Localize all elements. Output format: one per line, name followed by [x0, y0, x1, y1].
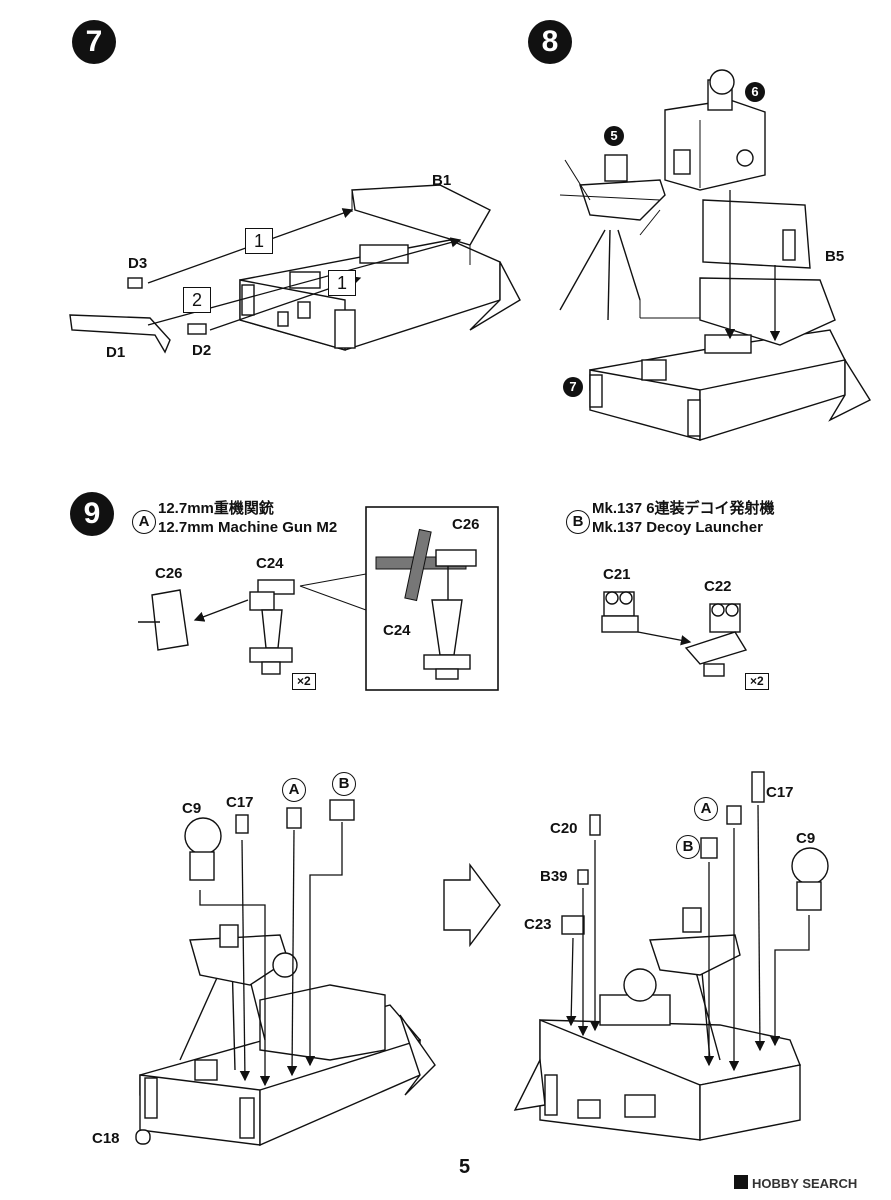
left-callout-a-icon: A	[282, 778, 306, 802]
step7-hull-drawing	[69, 184, 521, 354]
right-callout-a-icon: A	[694, 797, 718, 821]
part-d1-label: D1	[106, 344, 126, 361]
step-8-badge: 8	[528, 20, 572, 64]
right-b39-label: B39	[540, 868, 568, 885]
left-c17-label: C17	[226, 794, 254, 811]
part-c21-label: C21	[603, 566, 631, 583]
right-callout-b-icon: B	[676, 835, 700, 859]
sub-step-6-badge: 6	[745, 82, 765, 102]
left-c9-label: C9	[182, 800, 202, 817]
callout-a-icon: A	[132, 510, 156, 534]
part-d3-label: D3	[128, 255, 148, 272]
decoy-launcher-subassembly	[601, 591, 748, 677]
decoy-title-jp: Mk.137 6連装デコイ発射機	[592, 500, 775, 517]
step-9-badge: 9	[70, 492, 114, 536]
order-box-2: 2	[183, 287, 211, 313]
left-callout-b-icon: B	[332, 772, 356, 796]
step8-hull-drawing	[559, 69, 872, 441]
part-c26-label: C26	[155, 565, 183, 582]
step9-left-hull	[135, 799, 436, 1147]
right-c9-label: C9	[796, 830, 816, 847]
order-box-1b: 1	[328, 270, 356, 296]
hobby-search-logo-icon	[734, 1175, 748, 1189]
part-b5-label: B5	[825, 248, 845, 265]
next-arrow	[443, 862, 501, 948]
page-number: 5	[459, 1156, 471, 1178]
right-c23-label: C23	[524, 916, 552, 933]
sub-step-5-badge: 5	[604, 126, 624, 146]
part-d2-label: D2	[192, 342, 212, 359]
step9-right-hull	[513, 771, 829, 1141]
order-box-1a: 1	[245, 228, 273, 254]
machine-gun-qty: ×2	[292, 673, 316, 690]
machine-gun-title-en: 12.7mm Machine Gun M2	[158, 519, 338, 536]
detail-c26-label: C26	[452, 516, 480, 533]
part-c24-label: C24	[256, 555, 284, 572]
machine-gun-title-jp: 12.7mm重機関銃	[158, 500, 274, 517]
machine-gun-subassembly	[138, 506, 499, 691]
sub-step-7-badge: 7	[563, 377, 583, 397]
left-c18-label: C18	[92, 1130, 120, 1147]
part-c22-label: C22	[704, 578, 732, 595]
part-b1-label: B1	[432, 172, 452, 189]
decoy-qty: ×2	[745, 673, 769, 690]
step-7-badge: 7	[72, 20, 116, 64]
right-c20-label: C20	[550, 820, 578, 837]
hobby-search-watermark: HOBBY SEARCH	[752, 1176, 858, 1191]
mast-assembly	[559, 154, 666, 321]
callout-b-icon: B	[566, 510, 590, 534]
detail-c24-label: C24	[383, 622, 411, 639]
right-c17-label: C17	[766, 784, 794, 801]
decoy-title-en: Mk.137 Decoy Launcher	[592, 519, 763, 536]
